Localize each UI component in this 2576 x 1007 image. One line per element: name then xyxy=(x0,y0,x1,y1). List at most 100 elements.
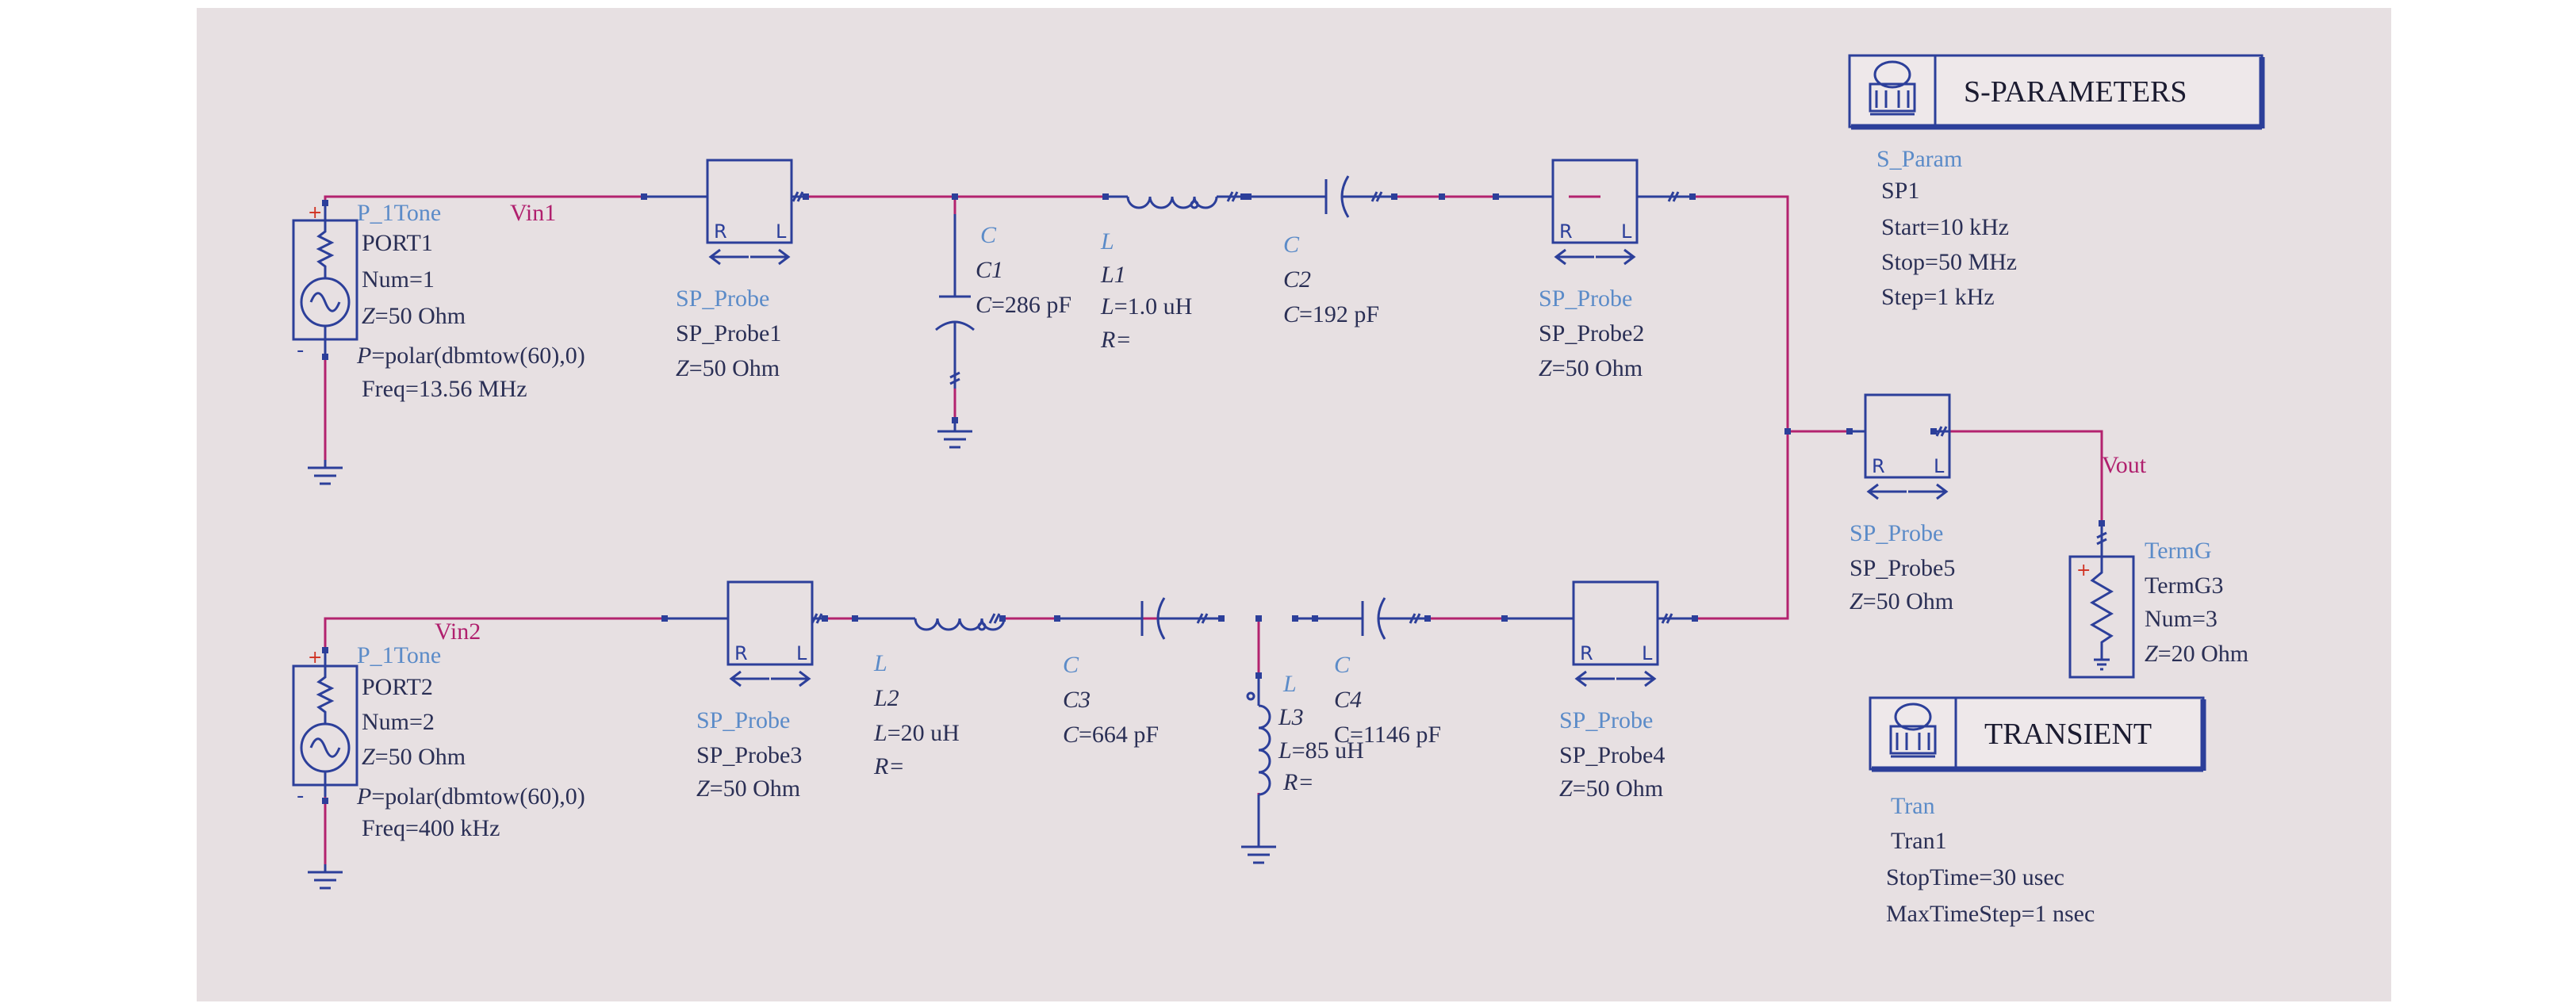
wire-label-vin1: Vin1 xyxy=(510,200,556,226)
capacitor-c4-symbol[interactable] xyxy=(1292,597,1431,640)
port1-freq: Freq=13.56 MHz xyxy=(362,376,527,402)
wire-label-vout: Vout xyxy=(2102,452,2147,478)
junction-right xyxy=(1784,428,1791,435)
l1-type: L xyxy=(1100,228,1114,255)
termg-name: TermG3 xyxy=(2145,572,2224,599)
port1-num: Num=1 xyxy=(362,266,435,293)
port2-num: Num=2 xyxy=(362,709,435,735)
l2-value: L=20 uH xyxy=(873,720,960,746)
capacitor-c1-symbol[interactable] xyxy=(935,193,975,423)
c1-type: C xyxy=(980,222,997,248)
probe4-type: SP_Probe xyxy=(1559,707,1653,733)
probe5-z: Z=50 Ohm xyxy=(1850,588,1953,615)
l1-name: L1 xyxy=(1100,262,1126,288)
c3-name: C3 xyxy=(1063,687,1091,713)
probe5-l-pin-label: L xyxy=(1934,455,1945,477)
svg-text:+: + xyxy=(308,203,322,223)
sparam-start: Start=10 kHz xyxy=(1881,214,2009,240)
tran-maxstep: MaxTimeStep=1 nsec xyxy=(1886,901,2095,927)
probe1-type: SP_Probe xyxy=(676,285,769,312)
c1-value: C=286 pF xyxy=(976,292,1071,318)
sp-probe3-symbol[interactable]: R L xyxy=(661,580,828,687)
probe2-l-pin-label: L xyxy=(1621,220,1632,243)
l2-name: L2 xyxy=(873,685,899,711)
probe3-type: SP_Probe xyxy=(696,707,790,733)
l1-value: L=1.0 uH xyxy=(1100,293,1192,320)
inductor-l3-symbol[interactable] xyxy=(1246,672,1271,839)
port2-source[interactable]: + - xyxy=(292,647,358,808)
probe2-type: SP_Probe xyxy=(1539,285,1632,312)
c3-value: C=664 pF xyxy=(1063,722,1159,748)
sparam-step: Step=1 kHz xyxy=(1881,284,1995,310)
probe5-name: SP_Probe5 xyxy=(1850,555,1955,581)
inductor-l2-symbol[interactable] xyxy=(852,613,1006,631)
port2-name: PORT2 xyxy=(362,674,433,700)
tran-type: Tran xyxy=(1891,793,1935,819)
sp-probe1-symbol[interactable]: R L xyxy=(641,159,809,266)
l3-value: L=85 uH xyxy=(1278,737,1364,764)
ground-c1 xyxy=(936,420,974,449)
c3-type: C xyxy=(1063,652,1079,678)
probe2-z: Z=50 Ohm xyxy=(1539,355,1643,381)
probe4-l-pin-label: L xyxy=(1642,642,1653,664)
probe2-r-pin-label: R xyxy=(1559,220,1573,243)
svg-text:+: + xyxy=(2076,561,2091,580)
probe3-z: Z=50 Ohm xyxy=(696,775,800,802)
wires xyxy=(324,195,2103,864)
probe5-r-pin-label: R xyxy=(1872,455,1885,477)
schematic-canvas[interactable]: + - + - R L R L xyxy=(197,8,2391,1001)
capacitor-c2-symbol[interactable] xyxy=(1245,175,1469,218)
schematic-svg: + - + - R L R L xyxy=(292,54,2265,927)
transient-controller[interactable]: TRANSIENT xyxy=(1869,696,2206,772)
sparam-stop: Stop=50 MHz xyxy=(1881,249,2017,275)
termg3-symbol[interactable]: + xyxy=(2068,520,2135,679)
probe1-z: Z=50 Ohm xyxy=(676,355,780,381)
probe1-l-pin-label: L xyxy=(776,220,787,243)
probe3-l-pin-label: L xyxy=(796,642,807,664)
transient-title: TRANSIENT xyxy=(1984,718,2152,751)
l3-name: L3 xyxy=(1278,704,1304,730)
labels: Vin1 Vin2 Vout P_1Tone PORT1 Num=1 Z=50 … xyxy=(356,146,2248,927)
c4-type: C xyxy=(1334,652,1351,678)
probe4-r-pin-label: R xyxy=(1580,642,1593,664)
capacitor-c3-symbol[interactable] xyxy=(1054,597,1262,640)
termg-num: Num=3 xyxy=(2145,606,2218,632)
ground-port2 xyxy=(306,864,344,890)
l2-r: R= xyxy=(873,753,905,779)
inductor-l1-symbol[interactable] xyxy=(1102,191,1247,209)
probe3-name: SP_Probe3 xyxy=(696,742,802,768)
port2-type: P_1Tone xyxy=(357,642,441,668)
l3-r: R= xyxy=(1282,769,1314,795)
port2-freq: Freq=400 kHz xyxy=(362,815,500,841)
s-parameters-title: S-PARAMETERS xyxy=(1964,75,2187,109)
termg-z: Z=20 Ohm xyxy=(2145,641,2248,667)
termg-type: TermG xyxy=(2145,538,2212,564)
c4-value: C=1146 pF xyxy=(1334,722,1441,748)
sp-probe4-symbol[interactable]: R L xyxy=(1501,580,1698,687)
s-parameters-controller[interactable]: S-PARAMETERS xyxy=(1848,54,2265,130)
l2-type: L xyxy=(873,650,887,676)
c4-name: C4 xyxy=(1334,687,1362,713)
simulation-controller-icon xyxy=(1889,703,1937,758)
probe3-r-pin-label: R xyxy=(734,642,748,664)
port2-power: P=polar(dbmtow(60),0) xyxy=(356,783,585,810)
port1-source[interactable]: + - xyxy=(292,200,358,362)
port2-z: Z=50 Ohm xyxy=(362,744,466,770)
tran-stoptime: StopTime=30 usec xyxy=(1886,864,2064,890)
port1-z: Z=50 Ohm xyxy=(362,303,466,329)
probe1-name: SP_Probe1 xyxy=(676,320,781,347)
sp-probe5-symbol[interactable]: R L xyxy=(1846,393,1951,500)
c2-type: C xyxy=(1283,232,1300,258)
l1-r: R= xyxy=(1100,327,1132,353)
simulation-controller-icon xyxy=(1869,60,1916,116)
probe4-z: Z=50 Ohm xyxy=(1559,775,1663,802)
svg-text:-: - xyxy=(297,784,304,808)
sp-probe2-symbol[interactable]: R L xyxy=(1493,159,1696,266)
port1-type: P_1Tone xyxy=(357,200,441,226)
port1-power: P=polar(dbmtow(60),0) xyxy=(356,343,585,369)
probe4-name: SP_Probe4 xyxy=(1559,742,1665,768)
ground-port1 xyxy=(306,460,344,485)
c2-name: C2 xyxy=(1283,266,1311,293)
sparam-type: S_Param xyxy=(1876,146,1962,172)
c1-name: C1 xyxy=(976,257,1003,283)
